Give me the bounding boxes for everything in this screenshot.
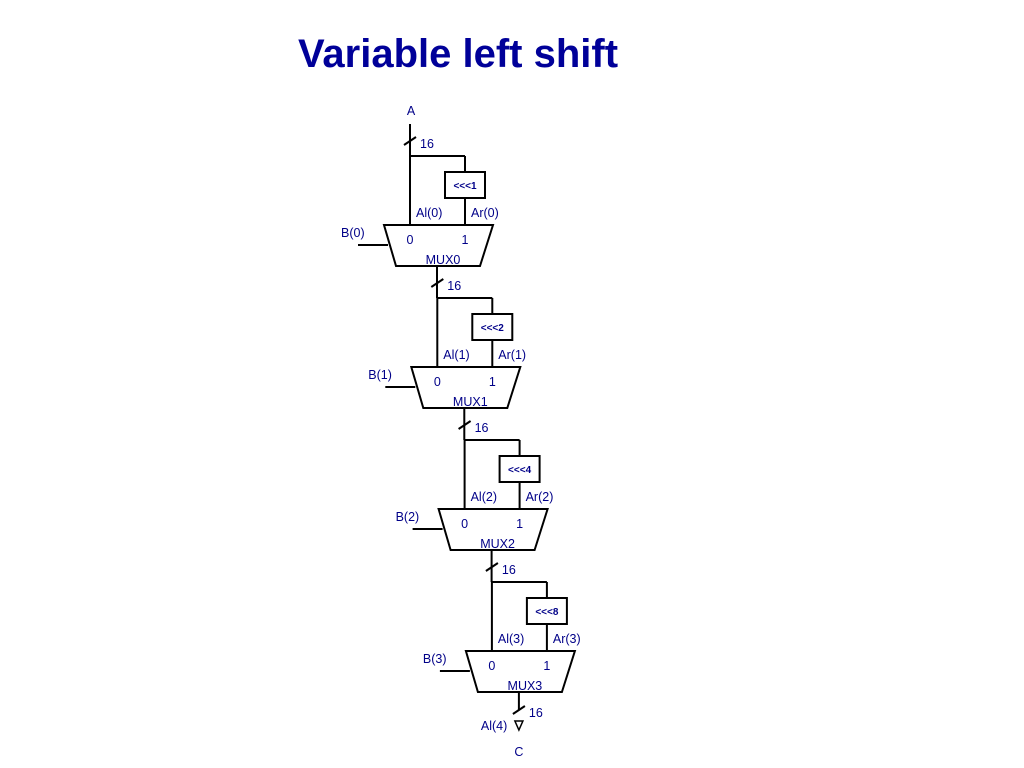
bus-slash (430, 278, 444, 288)
select-label: B(0) (341, 226, 365, 240)
bus-width-label: 16 (502, 563, 516, 577)
mux-input-0-label: 0 (407, 233, 414, 247)
right-signal-label: Ar(0) (471, 206, 499, 220)
select-label: B(2) (396, 510, 420, 524)
shifter-label: <<<8 (535, 607, 559, 618)
bus-slash (512, 705, 526, 715)
output-signal-label: Al(4) (481, 719, 507, 733)
right-signal-label: Ar(2) (526, 490, 554, 504)
left-signal-label: Al(2) (471, 490, 497, 504)
bus-width-label: 16 (529, 706, 543, 720)
mux-input-0-label: 0 (488, 659, 495, 673)
bus-slash (485, 562, 499, 572)
select-label: B(3) (423, 652, 447, 666)
page-title: Variable left shift (297, 32, 619, 76)
bus-width-label: 16 (475, 421, 489, 435)
left-signal-label: Al(1) (443, 348, 469, 362)
input-label-a: A (407, 104, 416, 118)
mux-input-1-label: 1 (516, 517, 523, 531)
bus-slash (403, 136, 417, 146)
mux-body (382, 224, 495, 267)
right-signal-label: Ar(1) (498, 348, 526, 362)
select-label: B(1) (368, 368, 392, 382)
mux-input-0-label: 0 (461, 517, 468, 531)
output-arrow-icon (513, 720, 525, 732)
mux-name-label: MUX0 (426, 253, 461, 267)
mux-name-label: MUX2 (480, 537, 515, 551)
mux-body (464, 650, 577, 693)
shifter-box (525, 597, 568, 625)
mux-body (409, 366, 522, 409)
shifter-label: <<<4 (508, 465, 532, 476)
bus-slash (458, 420, 472, 430)
mux-name-label: MUX3 (508, 679, 543, 693)
left-signal-label: Al(0) (416, 206, 442, 220)
bus-width-label: 16 (420, 137, 434, 151)
shifter-label: <<<1 (453, 181, 477, 192)
left-signal-label: Al(3) (498, 632, 524, 646)
mux-input-1-label: 1 (543, 659, 550, 673)
bus-width-label: 16 (447, 279, 461, 293)
mux-input-1-label: 1 (462, 233, 469, 247)
output-label-c: C (514, 745, 523, 759)
shifter-box (471, 313, 514, 341)
mux-body (437, 508, 549, 551)
right-signal-label: Ar(3) (553, 632, 581, 646)
mux-name-label: MUX1 (453, 395, 488, 409)
shifter-label: <<<2 (481, 323, 505, 334)
mux-input-0-label: 0 (434, 375, 441, 389)
mux-input-1-label: 1 (489, 375, 496, 389)
